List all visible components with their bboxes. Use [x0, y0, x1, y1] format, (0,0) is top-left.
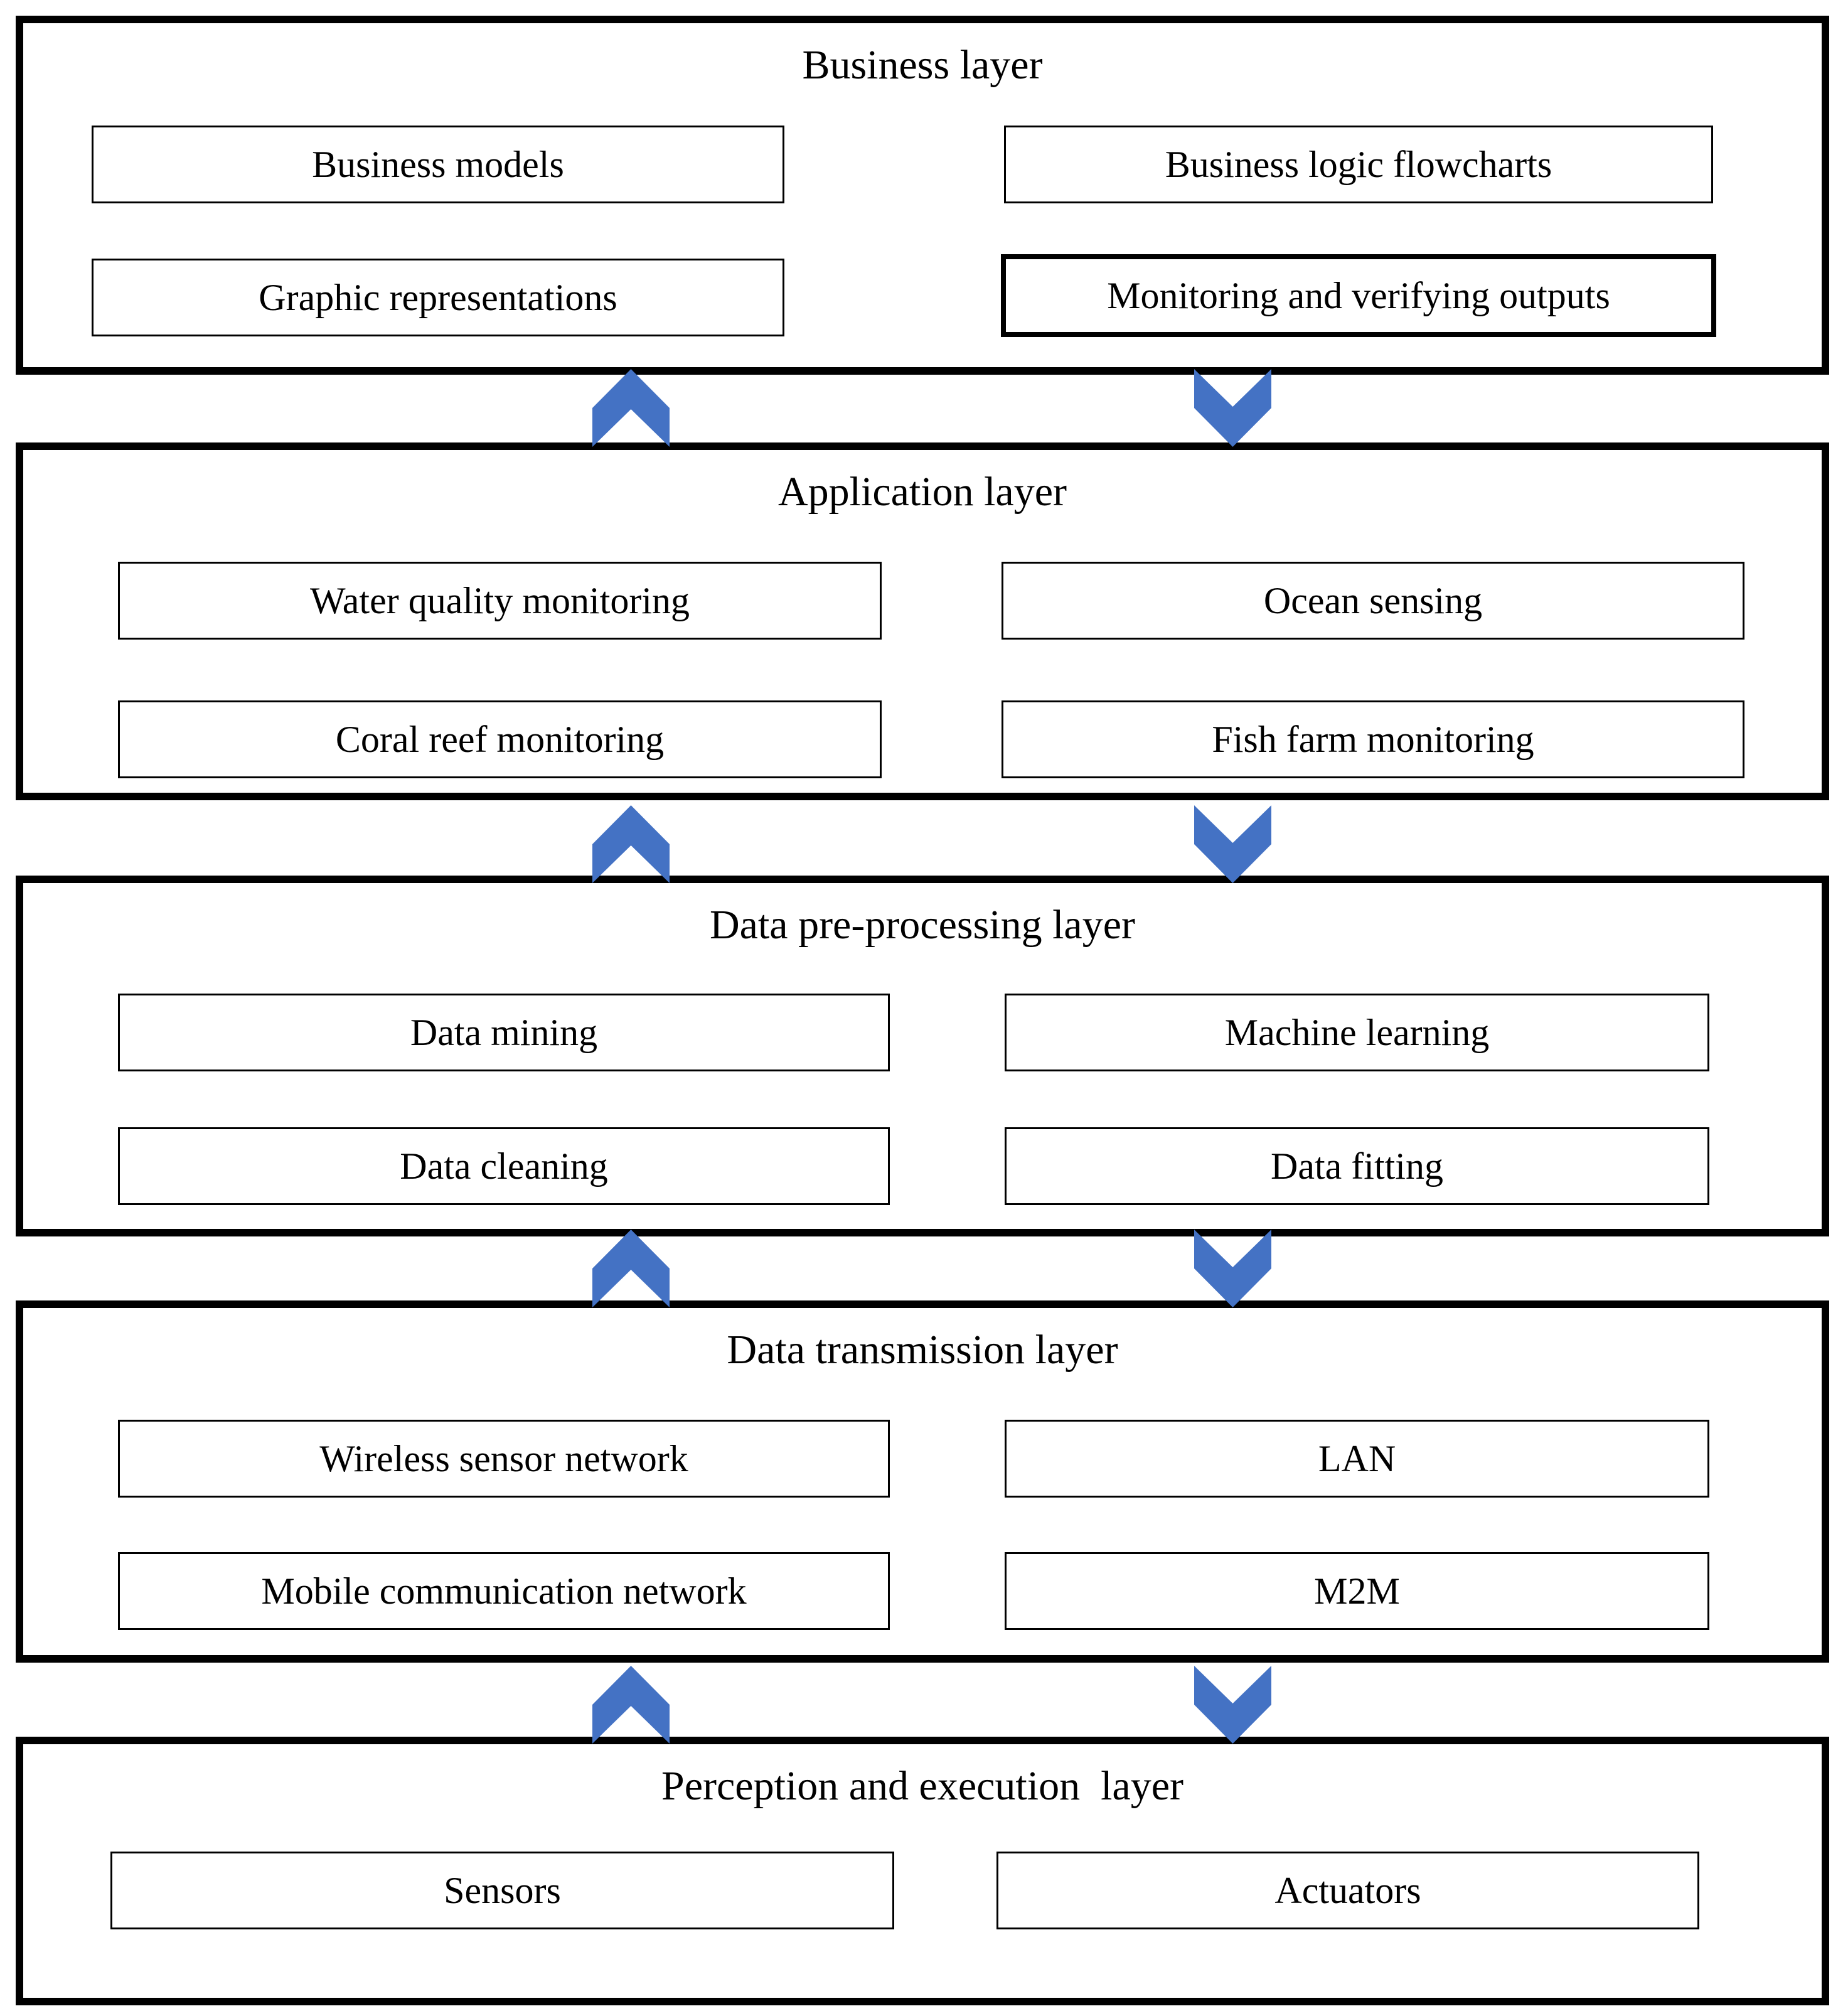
down-chevron-arrow-icon	[1194, 805, 1271, 883]
layer-title-perception-execution: Perception and execution layer	[661, 1763, 1183, 1809]
down-chevron-arrow-icon	[1194, 1666, 1271, 1744]
box-mobile-communication-network: Mobile communication network	[118, 1552, 890, 1630]
layer-data-transmission: Data transmission layer Wireless sensor …	[16, 1300, 1829, 1663]
chevron-shape	[1194, 805, 1271, 883]
layer-data-preprocessing: Data pre-processing layer Data mining Ma…	[16, 876, 1829, 1236]
layer-perception-execution: Perception and execution layer Sensors A…	[16, 1737, 1829, 2005]
box-ocean-sensing: Ocean sensing	[1002, 562, 1744, 640]
box-business-logic-flowcharts: Business logic flowcharts	[1004, 126, 1713, 203]
layer-title-data-preprocessing: Data pre-processing layer	[709, 902, 1135, 948]
chevron-shape	[592, 1230, 670, 1307]
layer-title-application: Application layer	[777, 469, 1067, 515]
box-m2m: M2M	[1005, 1552, 1709, 1630]
box-business-models: Business models	[92, 126, 784, 203]
chevron-shape	[592, 1666, 670, 1744]
box-data-mining: Data mining	[118, 994, 890, 1071]
box-actuators: Actuators	[996, 1852, 1699, 1929]
box-wireless-sensor-network: Wireless sensor network	[118, 1420, 890, 1498]
layer-business: Business layer Business models Business …	[16, 16, 1829, 375]
up-chevron-arrow-icon	[592, 1666, 670, 1744]
up-chevron-arrow-icon	[592, 805, 670, 883]
chevron-shape	[1194, 1666, 1271, 1744]
chevron-shape	[1194, 369, 1271, 447]
box-machine-learning: Machine learning	[1005, 994, 1709, 1071]
box-graphic-representations: Graphic representations	[92, 259, 784, 336]
box-sensors: Sensors	[110, 1852, 894, 1929]
box-data-cleaning: Data cleaning	[118, 1127, 890, 1205]
box-fish-farm-monitoring: Fish farm monitoring	[1002, 700, 1744, 778]
layer-application: Application layer Water quality monitori…	[16, 442, 1829, 800]
layer-title-business: Business layer	[802, 42, 1043, 88]
box-monitoring-verifying-outputs: Monitoring and verifying outputs	[1001, 254, 1716, 337]
box-coral-reef-monitoring: Coral reef monitoring	[118, 700, 882, 778]
layer-title-data-transmission: Data transmission layer	[727, 1327, 1118, 1373]
box-data-fitting: Data fitting	[1005, 1127, 1709, 1205]
chevron-shape	[592, 369, 670, 447]
up-chevron-arrow-icon	[592, 369, 670, 447]
box-lan: LAN	[1005, 1420, 1709, 1498]
down-chevron-arrow-icon	[1194, 369, 1271, 447]
up-chevron-arrow-icon	[592, 1230, 670, 1307]
chevron-shape	[592, 805, 670, 883]
box-water-quality-monitoring: Water quality monitoring	[118, 562, 882, 640]
chevron-shape	[1194, 1230, 1271, 1307]
down-chevron-arrow-icon	[1194, 1230, 1271, 1307]
